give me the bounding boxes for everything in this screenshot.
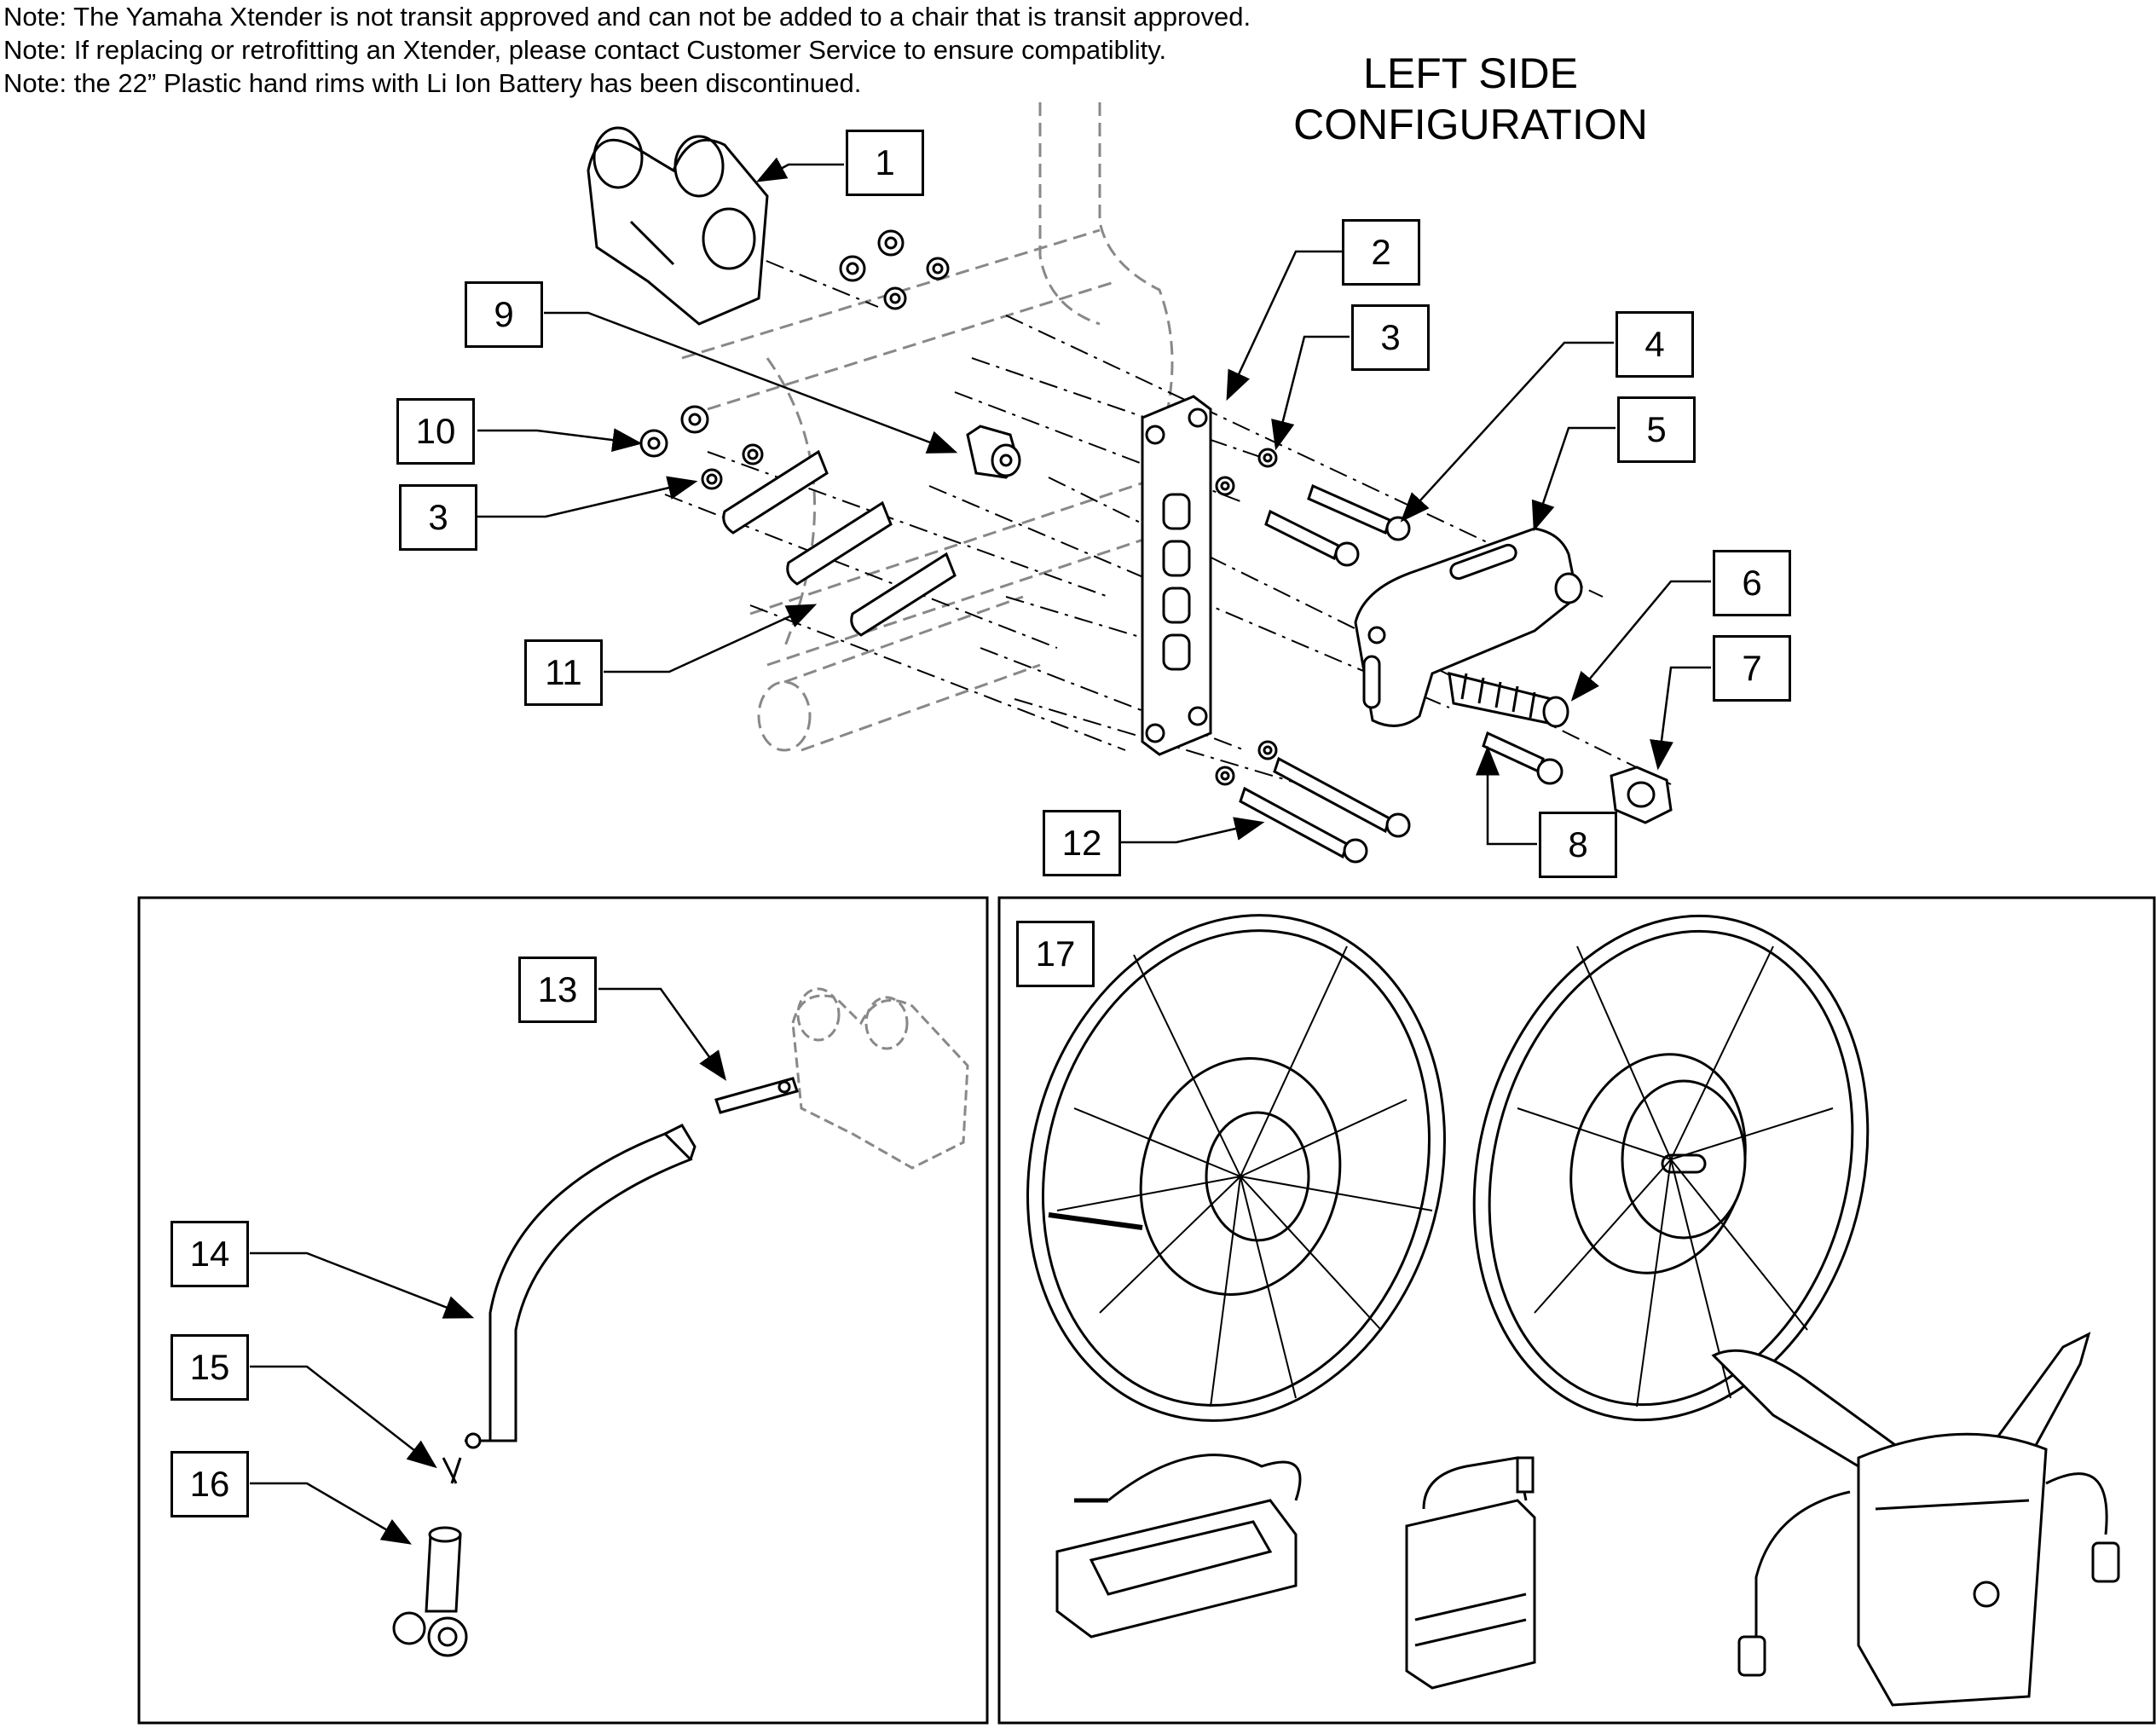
part-8-bolt [1482,731,1564,785]
callout-3-right: 3 [1351,304,1430,371]
callout-9: 9 [465,281,543,348]
title-line-1: LEFT SIDE [1363,49,1578,97]
part-11-shims [722,449,957,637]
callout-14: 14 [171,1221,249,1287]
callout-16: 16 [171,1451,249,1517]
clamp-phantom [791,987,969,1170]
inset-panel-push-handle [137,896,989,1725]
wheel-right [1472,914,1870,1422]
title-line-2: CONFIGURATION [1293,101,1648,148]
hardware-left [639,405,764,490]
note-discontinued: Note: the 22” Plastic hand rims with Li … [3,68,862,98]
inset-panel-xtender-kit [997,896,2156,1725]
part-5-bracket [1354,527,1583,727]
wheel-left [1026,914,1446,1422]
washers-right [1215,448,1278,786]
configuration-title: LEFT SIDE CONFIGURATION [1279,48,1662,150]
part-9-spacer [966,425,1021,479]
charger [1055,1454,1302,1639]
part-6-pin [1448,672,1569,728]
callout-6: 6 [1713,550,1791,616]
part-13-clip [714,1077,799,1114]
hardware-top [839,229,950,310]
callout-11: 11 [524,639,603,706]
leader-lines [250,157,1711,1545]
callout-8: 8 [1539,812,1617,878]
push-handle-assembly [392,1124,697,1657]
callout-15: 15 [171,1334,249,1401]
callout-10: 10 [396,398,475,465]
part-7-hex-nut [1610,766,1673,824]
part-1-clamp [587,126,769,326]
note-retrofit: Note: If replacing or retrofitting an Xt… [3,35,1167,65]
battery-bag [1711,1332,2120,1707]
callout-2: 2 [1342,219,1420,286]
note-transit: Note: The Yamaha Xtender is not transit … [3,2,1251,32]
screws [1239,483,1411,864]
callout-4: 4 [1616,311,1694,378]
part-2-mounting-plate [1141,395,1212,756]
callout-3-left: 3 [399,484,477,551]
callout-1: 1 [846,130,924,196]
callout-7: 7 [1713,635,1791,702]
callout-5: 5 [1617,396,1696,463]
callout-12: 12 [1043,810,1121,876]
callout-17: 17 [1016,921,1095,987]
battery [1405,1456,1536,1690]
callout-13: 13 [518,957,597,1023]
chair-frame-phantom [681,102,1177,752]
